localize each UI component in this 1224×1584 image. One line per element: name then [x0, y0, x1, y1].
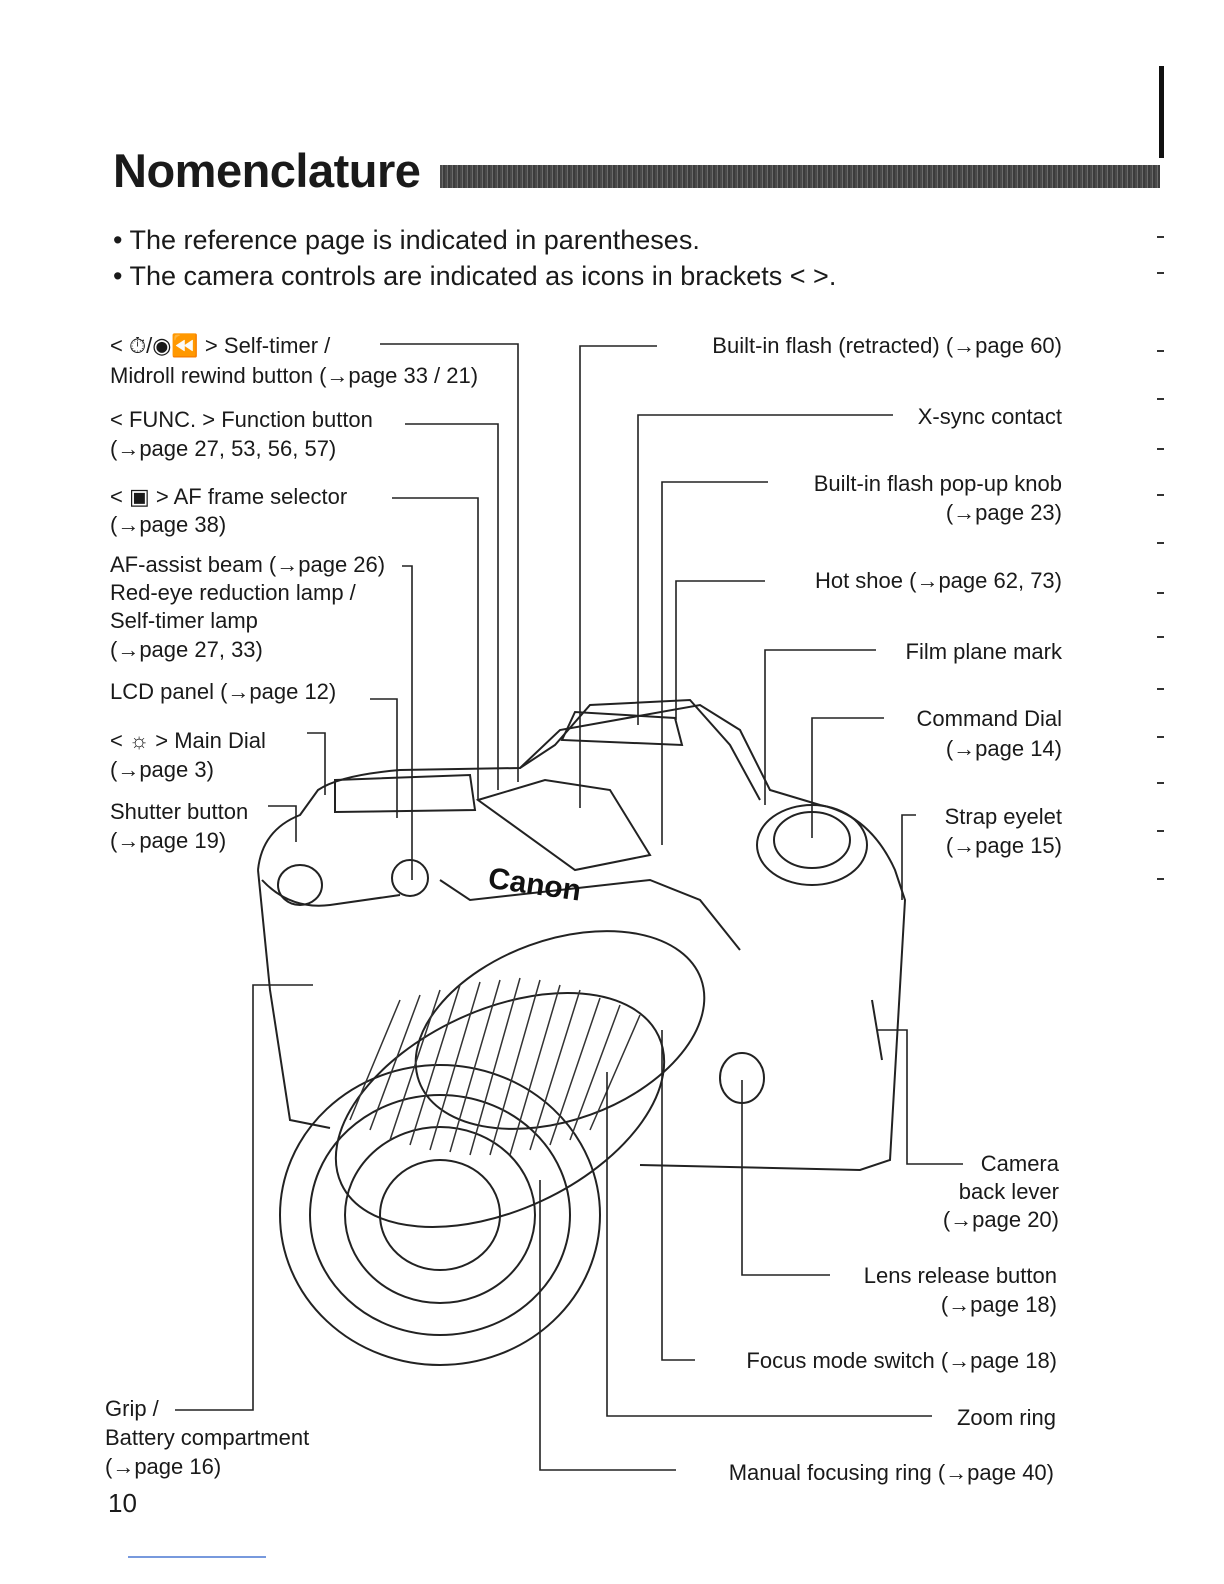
label-flash-popup-knob: Built-in flash pop-up knob — [813, 471, 1062, 496]
leader-lines — [175, 343, 963, 1471]
label-lens-release-page: (→page 18) — [940, 1292, 1057, 1317]
margin-tick — [1157, 830, 1164, 832]
margin-tick — [1157, 878, 1164, 880]
margin-rule — [1159, 66, 1164, 158]
margin-tick — [1157, 592, 1164, 594]
label-self-timer: < ⏱/◉⏪ > Self-timer / — [110, 333, 331, 358]
label-lcd-panel: LCD panel (→page 12) — [110, 679, 337, 704]
margin-tick — [1157, 398, 1164, 400]
title-rule — [440, 165, 1160, 188]
label-focus-mode-switch: Focus mode switch (→page 18) — [746, 1348, 1057, 1373]
page-number: 10 — [108, 1488, 137, 1518]
label-zoom-ring: Zoom ring — [956, 1405, 1056, 1430]
label-grip: Grip / — [105, 1396, 159, 1421]
label-midroll-rewind: Midroll rewind button (→page 33 / 21) — [110, 363, 479, 388]
label-function-button: < FUNC. > Function button — [110, 407, 373, 432]
camera-brand-logo: Canon — [486, 862, 583, 908]
label-lens-release-button: Lens release button — [863, 1263, 1057, 1288]
label-hot-shoe: Hot shoe (→page 62, 73) — [814, 568, 1062, 593]
footer-rule — [128, 1556, 266, 1558]
label-af-frame-selector: < ▣ > AF frame selector — [110, 484, 348, 509]
margin-tick — [1157, 782, 1164, 784]
label-command-dial-page: (→page 14) — [945, 736, 1062, 761]
label-assist-pages: (→page 27, 33) — [110, 637, 263, 662]
label-grip-page: (→page 16) — [105, 1454, 222, 1479]
label-af-assist-beam: AF-assist beam (→page 26) — [110, 552, 386, 577]
label-main-dial-page: (→page 3) — [110, 757, 214, 782]
bullet-reference-page: • The reference page is indicated in par… — [113, 225, 700, 255]
lens-ribs — [349, 977, 641, 1156]
label-film-plane-mark: Film plane mark — [905, 639, 1062, 664]
margin-tick — [1157, 688, 1164, 690]
margin-tick — [1157, 272, 1164, 274]
margin-tick — [1157, 448, 1164, 450]
camera-drawing — [257, 698, 907, 1366]
label-x-sync-contact: X-sync contact — [917, 404, 1062, 429]
margin-tick — [1157, 736, 1164, 738]
page-title: Nomenclature — [113, 144, 421, 197]
label-battery-compartment: Battery compartment — [105, 1425, 310, 1450]
label-built-in-flash: Built-in flash (retracted) (→page 60) — [712, 333, 1062, 358]
label-af-frame-page: (→page 38) — [110, 512, 227, 537]
label-command-dial: Command Dial — [916, 706, 1063, 731]
intro-bullets: • The reference page is indicated in par… — [113, 222, 836, 294]
label-shutter-page: (→page 19) — [110, 828, 227, 853]
margin-tick — [1157, 236, 1164, 238]
label-shutter-button: Shutter button — [110, 799, 249, 824]
margin-tick — [1157, 350, 1164, 352]
label-strap-eyelet: Strap eyelet — [944, 804, 1062, 829]
bullet-icons-brackets: • The camera controls are indicated as i… — [113, 261, 837, 291]
label-self-timer-lamp: Self-timer lamp — [110, 608, 258, 633]
label-flash-popup-page: (→page 23) — [945, 500, 1062, 525]
label-back-lever: back lever — [958, 1179, 1059, 1204]
label-red-eye-lamp: Red-eye reduction lamp / — [110, 580, 356, 605]
label-manual-focusing-ring: Manual focusing ring (→page 40) — [728, 1460, 1054, 1485]
label-camera-back: Camera — [980, 1151, 1059, 1176]
label-strap-eyelet-page: (→page 15) — [945, 833, 1062, 858]
margin-tick — [1157, 494, 1164, 496]
margin-tick — [1157, 636, 1164, 638]
label-back-lever-page: (→page 20) — [942, 1207, 1059, 1232]
margin-tick — [1157, 542, 1164, 544]
label-main-dial: < ☼ > Main Dial — [110, 728, 266, 753]
label-function-pages: (→page 27, 53, 56, 57) — [110, 436, 337, 461]
